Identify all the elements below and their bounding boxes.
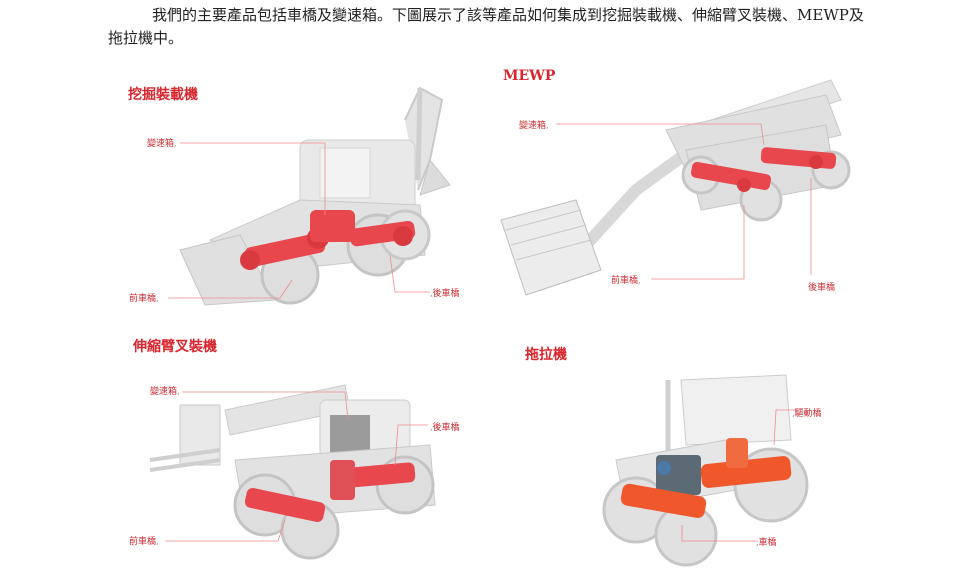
mewp-panel: MEWP 變速箱, 前車橋, 後車橋	[486, 0, 972, 320]
intro-paragraph: 我們的主要產品包括車橋及變速箱。下圖展示了該等產品如何集成到挖掘裝載機、伸縮臂叉…	[108, 6, 864, 47]
backhoe-front-axle-label: 前車橋,	[129, 294, 159, 304]
backhoe-panel: 挖掘裝載機 變速箱, 前車橋, ,後車橋	[0, 0, 486, 320]
tractor-illustration	[602, 374, 809, 567]
tractor-drive-axle-label: ,驅動橋	[792, 409, 822, 419]
backhoe-illustration	[168, 86, 451, 306]
backhoe-gearbox-label: 變速箱,	[147, 139, 177, 149]
mewp-rear-axle-label: 後車橋	[808, 283, 836, 293]
telehandler-title: 伸縮臂叉裝機	[133, 339, 217, 355]
mewp-illustration	[500, 79, 851, 296]
backhoe-rear-axle-label: ,後車橋	[430, 289, 460, 299]
tractor-title: 拖拉機	[525, 347, 567, 363]
tractor-axle-label: ,車橋	[756, 538, 777, 548]
telehandler-panel: 伸縮臂叉裝機 變速箱, 前車橋, ,後車橋	[0, 320, 486, 571]
telehandler-gearbox-label: 變速箱,	[150, 387, 180, 397]
mewp-front-axle-label: 前車橋,	[611, 276, 641, 286]
telehandler-rear-axle-label: ,後車橋	[430, 423, 460, 433]
telehandler-illustration	[149, 384, 436, 560]
tractor-panel: 拖拉機 ,驅動橋 ,車橋	[486, 320, 972, 571]
backhoe-title: 挖掘裝載機	[128, 87, 198, 103]
telehandler-front-axle-label: 前車橋,	[129, 537, 159, 547]
mewp-gearbox-label: 變速箱,	[519, 121, 549, 131]
mewp-title: MEWP	[503, 68, 556, 84]
